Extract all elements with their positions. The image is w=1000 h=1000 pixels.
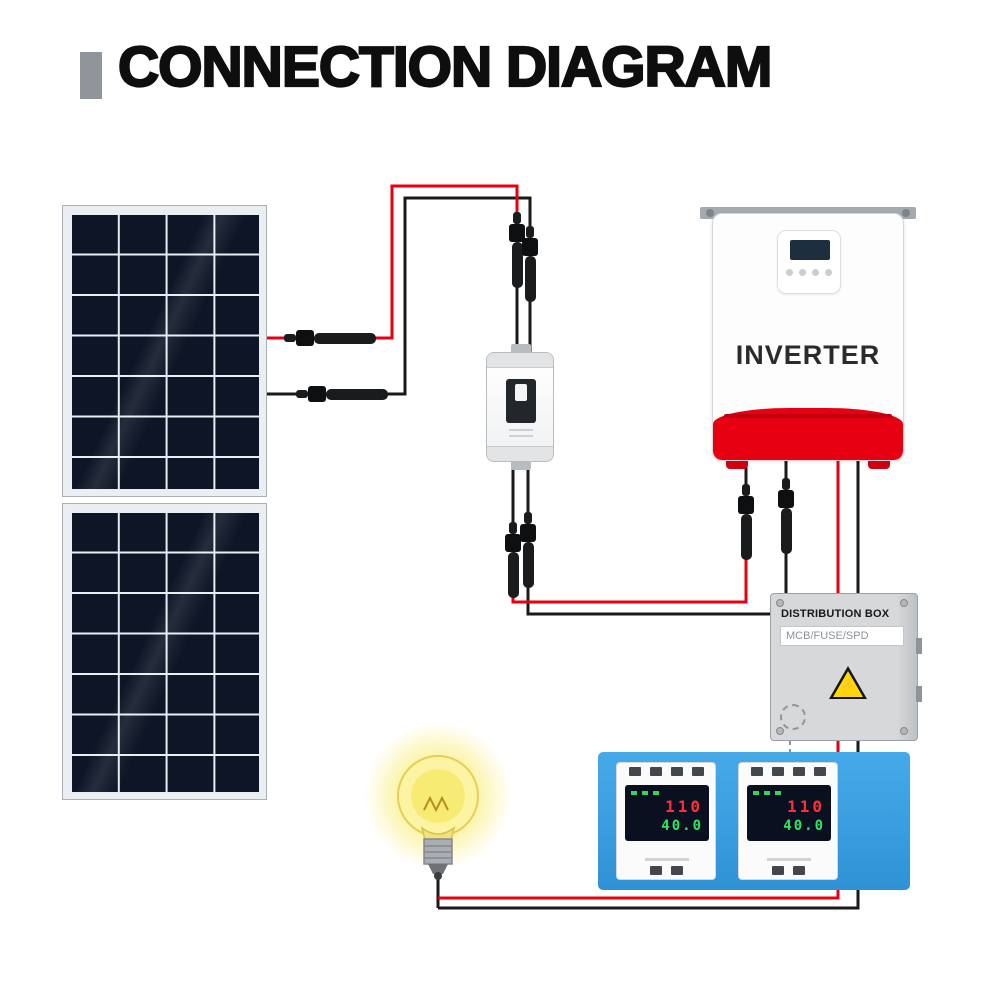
solar-panel-bottom (62, 503, 267, 800)
bulb-inner-glow (411, 769, 465, 823)
distribution-box-subtitle: MCB/FUSE/SPD (780, 626, 904, 646)
screw-icon (776, 727, 784, 735)
mc4-nut (505, 534, 521, 552)
inverter-label: INVERTER (735, 340, 881, 370)
screw-icon (900, 599, 908, 607)
knockout-dashed-circle (780, 704, 806, 730)
mc4-nut (296, 330, 314, 346)
meter-display: 110 40.0 (747, 785, 831, 841)
cable-gland-bottom (511, 460, 531, 470)
mc4-barrel (326, 388, 388, 400)
screw-icon (776, 599, 784, 607)
mc4-tip (524, 512, 532, 524)
screw-icon (900, 727, 908, 735)
mc4-connector-panel-positive (284, 330, 376, 346)
breaker-window (506, 379, 536, 423)
meter-terminals-bottom (739, 866, 837, 875)
mc4-barrel (740, 514, 752, 560)
mc4-connector-breaker-out-a (505, 522, 521, 598)
meter-reading-current: 110 (665, 797, 703, 816)
meter-reading-current: 110 (787, 797, 825, 816)
voltage-current-meter-2: 110 40.0 (738, 762, 838, 880)
inverter: INVERTER (700, 206, 916, 469)
wire-breaker-to-inverter-neg (526, 552, 788, 616)
mc4-connector-inverter-pos (738, 484, 754, 560)
mc4-nut (778, 490, 794, 508)
meter-brand-mark (645, 858, 689, 861)
mc4-tip (526, 226, 534, 238)
mc4-nut (738, 496, 754, 514)
dashed-connection-line (789, 729, 791, 755)
mc4-barrel (507, 552, 519, 598)
mc4-nut (308, 386, 326, 402)
light-bulb (356, 722, 520, 912)
mc4-nut (520, 524, 536, 542)
mc4-tip (296, 390, 308, 398)
inverter-buttons (778, 269, 840, 276)
voltage-current-meter-1: 110 40.0 (616, 762, 716, 880)
mc4-tip (513, 212, 521, 224)
mc4-barrel (524, 256, 536, 302)
distribution-box-title: DISTRIBUTION BOX (781, 608, 890, 620)
meter-display: 110 40.0 (625, 785, 709, 841)
meter-panel: 110 40.0 110 40.0 (598, 752, 910, 890)
circuit-breaker (486, 344, 554, 470)
mc4-connector-breaker-in-a (509, 212, 525, 288)
light-bulb-graphic (364, 722, 512, 880)
title-accent-bar (80, 52, 102, 99)
hinge-icon (916, 638, 922, 654)
bulb-contact (434, 872, 442, 880)
meter-indicator-row (753, 789, 825, 797)
wire-breaker-to-inverter-pos (511, 556, 748, 604)
mc4-tip (509, 522, 517, 534)
bulb-base-tip (428, 864, 448, 874)
mc4-tip (782, 478, 790, 490)
meter-indicator-row (631, 789, 703, 797)
inverter-body: INVERTER (712, 213, 904, 461)
page-title: CONNECTION DIAGRAM (117, 34, 774, 100)
hinge-icon (916, 686, 922, 702)
inverter-foot-left (726, 461, 748, 469)
solar-panel-cells (68, 211, 261, 491)
mc4-connector-breaker-in-b (522, 226, 538, 302)
mc4-tip (284, 334, 296, 342)
mc4-nut (522, 238, 538, 256)
mc4-tip (742, 484, 750, 496)
mc4-connector-panel-negative (296, 386, 388, 402)
mc4-barrel (511, 242, 523, 288)
mc4-barrel (522, 542, 534, 588)
solar-panel-cells (68, 509, 261, 794)
meter-brand-mark (767, 858, 811, 861)
inverter-foot-right (868, 461, 890, 469)
mc4-nut (509, 224, 525, 242)
mc4-connector-inverter-neg (778, 478, 794, 554)
meter-terminals-top (617, 767, 715, 776)
mc4-barrel (780, 508, 792, 554)
inverter-lcd-screen (790, 240, 830, 260)
inverter-display-panel (777, 230, 841, 294)
breaker-cap-bottom (487, 446, 553, 461)
lightning-bolt-icon: ⚡ (839, 678, 857, 693)
meter-reading-voltage: 40.0 (661, 818, 703, 834)
bulb-neck (420, 826, 456, 841)
breaker-switch (515, 384, 527, 401)
solar-panel-top (62, 205, 267, 497)
breaker-cap-top (487, 353, 553, 368)
warning-triangle-icon: ⚡ (829, 666, 867, 699)
bulb-filament (423, 795, 449, 813)
meter-terminals-top (739, 767, 837, 776)
cable-gland-top (511, 344, 531, 354)
mc4-connector-breaker-out-b (520, 512, 536, 588)
meter-reading-voltage: 40.0 (783, 818, 825, 834)
meter-terminals-bottom (617, 866, 715, 875)
distribution-box: DISTRIBUTION BOX MCB/FUSE/SPD ⚡ (770, 593, 922, 741)
mc4-barrel (314, 332, 376, 344)
wire-panel-positive (267, 184, 519, 340)
inverter-red-band (713, 408, 903, 460)
